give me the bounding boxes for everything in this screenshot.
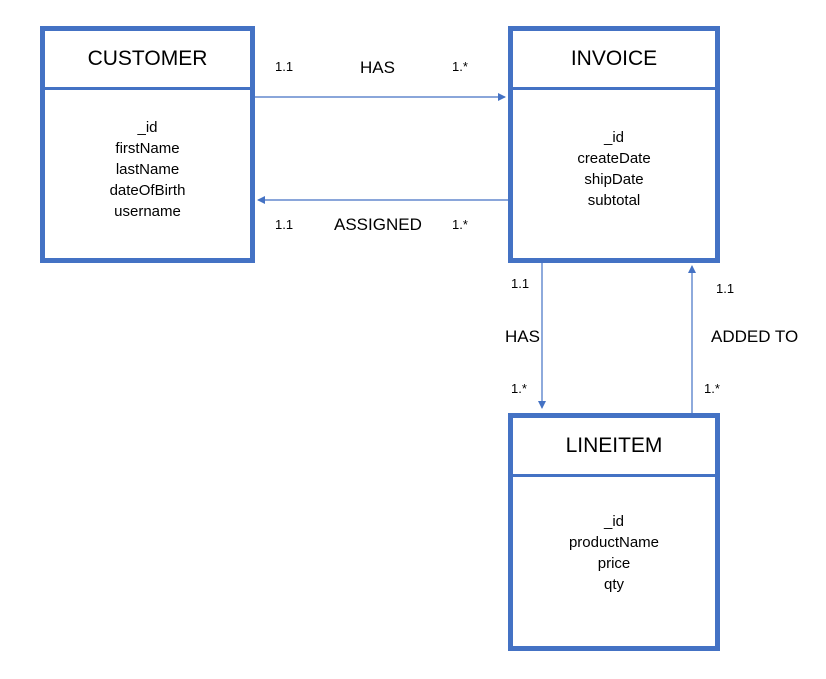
lineitem-has-from-cardinality: 1.1 [511, 276, 530, 291]
customer-field-dateofbirth: dateOfBirth [109, 182, 186, 199]
assigned-to-cardinality: 1.* [452, 217, 468, 232]
customer-field-username: username [114, 203, 181, 220]
lineitem-entity: LINEITEM _id productName price qty [508, 413, 720, 651]
invoice-entity-title: INVOICE [513, 31, 715, 90]
lineitem-has-to-cardinality: 1.* [511, 381, 527, 396]
customer-has-label: HAS [360, 58, 395, 77]
invoice-field-subtotal: subtotal [587, 192, 641, 209]
lineitem-fields: _id productName price qty [513, 511, 715, 595]
invoice-fields: _id createDate shipDate subtotal [513, 127, 715, 211]
added-to-to-cardinality: 1.* [704, 381, 720, 396]
invoice-entity: INVOICE _id createDate shipDate subtotal [508, 26, 720, 263]
lineitem-field-productname: productName [568, 534, 660, 551]
customer-entity-title: CUSTOMER [45, 31, 250, 90]
customer-has-to-cardinality: 1.* [452, 59, 468, 74]
customer-has-from-cardinality: 1.1 [275, 59, 294, 74]
customer-field-id: _id [137, 119, 158, 136]
customer-field-lastname: lastName [115, 161, 180, 178]
invoice-field-id: _id [603, 129, 625, 146]
lineitem-field-qty: qty [603, 576, 624, 593]
invoice-field-createdate: createDate [577, 150, 651, 167]
customer-entity: CUSTOMER _id firstName lastName dateOfBi… [40, 26, 255, 263]
lineitem-entity-title: LINEITEM [513, 418, 715, 477]
added-to-from-cardinality: 1.1 [716, 281, 735, 296]
lineitem-field-price: price [597, 555, 631, 572]
assigned-label: ASSIGNED [334, 215, 422, 234]
lineitem-has-label: HAS [505, 327, 540, 346]
added-to-label: ADDED TO [711, 327, 799, 346]
customer-field-firstname: firstName [115, 140, 180, 157]
assigned-from-cardinality: 1.1 [275, 217, 294, 232]
lineitem-field-id: _id [603, 513, 625, 530]
invoice-field-shipdate: shipDate [584, 171, 644, 188]
customer-fields: _id firstName lastName dateOfBirth usern… [45, 117, 250, 222]
